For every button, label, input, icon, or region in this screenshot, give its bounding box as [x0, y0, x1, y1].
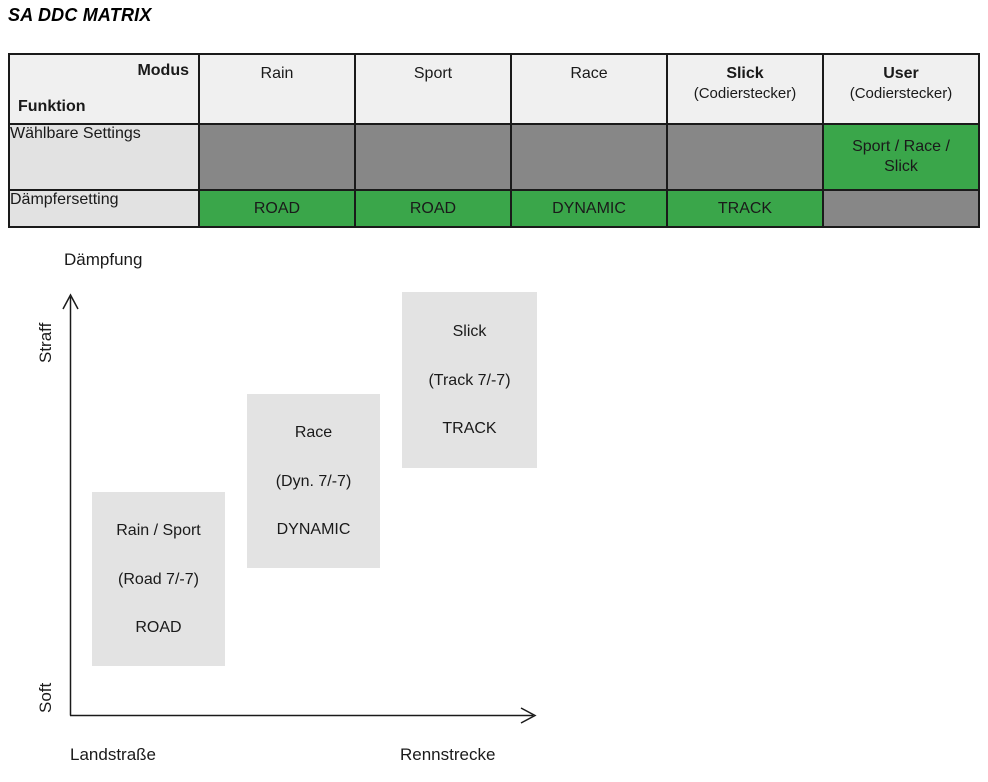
- cell-daempfer-race: DYNAMIC: [510, 189, 668, 228]
- cell-daempfer-slick: TRACK: [666, 189, 824, 228]
- col-header-rain: Rain: [198, 53, 356, 125]
- col-header-race: Race: [510, 53, 668, 125]
- diagram-box-rain-sport: Rain / Sport (Road 7/-7) ROAD: [92, 492, 225, 666]
- cell-daempfer-rain: ROAD: [198, 189, 356, 228]
- col-header-sport: Sport: [354, 53, 512, 125]
- table-row-waehlbare-settings: Wählbare Settings Sport / Race / Slick: [8, 123, 980, 191]
- x-axis-min-label: Landstraße: [70, 745, 156, 764]
- box-mode: ROAD: [135, 618, 182, 636]
- page-title: SA DDC MATRIX: [8, 5, 152, 25]
- col-header-slick: Slick (Codierstecker): [666, 53, 824, 125]
- box-setting: (Track 7/-7): [428, 371, 511, 389]
- box-setting: (Road 7/-7): [118, 570, 199, 588]
- col-header-sublabel: (Codierstecker): [849, 85, 953, 102]
- col-header-label: Slick: [726, 65, 764, 82]
- col-header-user: User (Codierstecker): [822, 53, 980, 125]
- corner-cell: Modus Funktion: [8, 53, 200, 125]
- x-axis-arrowhead-icon: [520, 707, 537, 724]
- cell-daempfer-user: [822, 189, 980, 228]
- box-title: Rain / Sport: [116, 522, 201, 540]
- diagram-box-race: Race (Dyn. 7/-7) DYNAMIC: [247, 394, 380, 568]
- table-row-daempfersetting: Dämpfersetting ROAD ROAD DYNAMIC TRACK: [8, 189, 980, 228]
- box-title: Slick: [452, 322, 487, 340]
- corner-modus-label: Modus: [137, 62, 189, 79]
- y-axis-min-label: Soft: [36, 682, 55, 713]
- cell-waehlbare-rain: [198, 123, 356, 191]
- row-label-waehlbare-settings: Wählbare Settings: [8, 123, 200, 191]
- box-title: Race: [294, 424, 333, 442]
- x-axis-max-label: Rennstrecke: [400, 745, 496, 764]
- col-header-label: User: [883, 65, 919, 82]
- col-header-label: Rain: [260, 65, 294, 82]
- diagram-box-slick: Slick (Track 7/-7) TRACK: [402, 292, 537, 468]
- cell-daempfer-sport: ROAD: [354, 189, 512, 228]
- row-label-daempfersetting: Dämpfersetting: [8, 189, 200, 228]
- col-header-label: Sport: [413, 65, 453, 82]
- cell-waehlbare-user: Sport / Race / Slick: [822, 123, 980, 191]
- col-header-label: Race: [570, 65, 608, 82]
- y-axis-max-label: Straff: [36, 322, 55, 363]
- header-row: Modus Funktion Rain Sport Race Slick (Co…: [8, 53, 980, 125]
- box-mode: TRACK: [442, 420, 497, 438]
- cell-waehlbare-slick: [666, 123, 824, 191]
- corner-funktion-label: Funktion: [18, 98, 86, 115]
- box-setting: (Dyn. 7/-7): [275, 472, 352, 490]
- box-mode: DYNAMIC: [276, 520, 351, 538]
- y-axis-title: Dämpfung: [64, 250, 143, 269]
- col-header-sublabel: (Codierstecker): [693, 85, 797, 102]
- cell-waehlbare-race: [510, 123, 668, 191]
- cell-waehlbare-sport: [354, 123, 512, 191]
- y-axis-arrowhead-icon: [62, 293, 79, 310]
- ddc-matrix-table: Modus Funktion Rain Sport Race Slick (Co…: [8, 53, 980, 228]
